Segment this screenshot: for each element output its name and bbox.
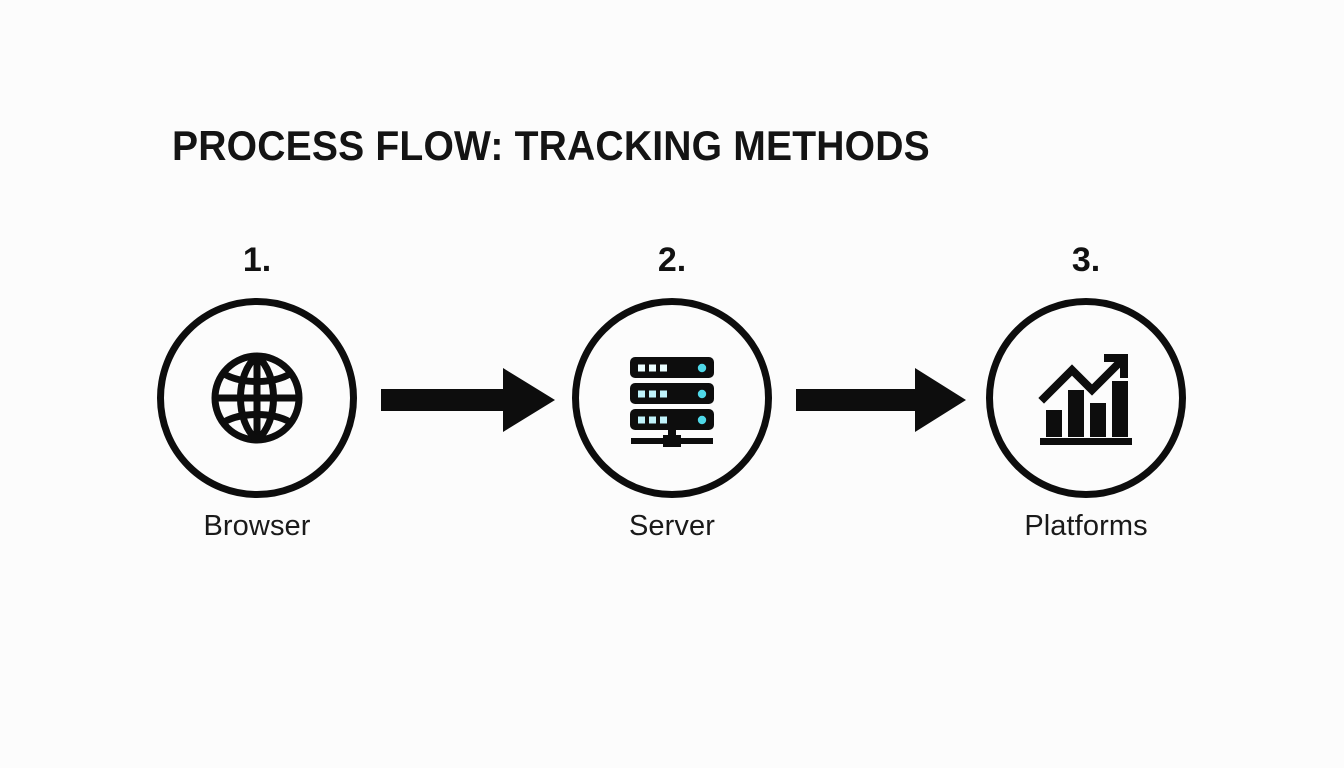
arrow-right-icon-1 xyxy=(381,366,555,434)
server-rack-icon xyxy=(620,346,724,450)
step-circle-browser xyxy=(157,298,357,498)
page-title: PROCESS FLOW: TRACKING METHODS xyxy=(172,122,930,169)
step-circle-server xyxy=(572,298,772,498)
step-number-3: 3. xyxy=(1071,241,1101,279)
arrow-right-icon-2 xyxy=(796,366,966,434)
globe-icon xyxy=(205,346,309,450)
step-label-server: Server xyxy=(628,510,715,542)
step-circle-platforms xyxy=(986,298,1186,498)
flow-step-platforms[interactable]: 3. xyxy=(966,240,1206,560)
step-label-platforms: Platforms xyxy=(1024,510,1148,542)
flow-step-browser[interactable]: 1. Brow xyxy=(137,240,377,560)
step-label-browser: Browser xyxy=(203,510,311,542)
bar-chart-growth-icon xyxy=(1034,346,1138,450)
step-number-2: 2. xyxy=(657,241,687,279)
step-number-1: 1. xyxy=(242,241,272,279)
flow-step-server[interactable]: 2. xyxy=(552,240,792,560)
